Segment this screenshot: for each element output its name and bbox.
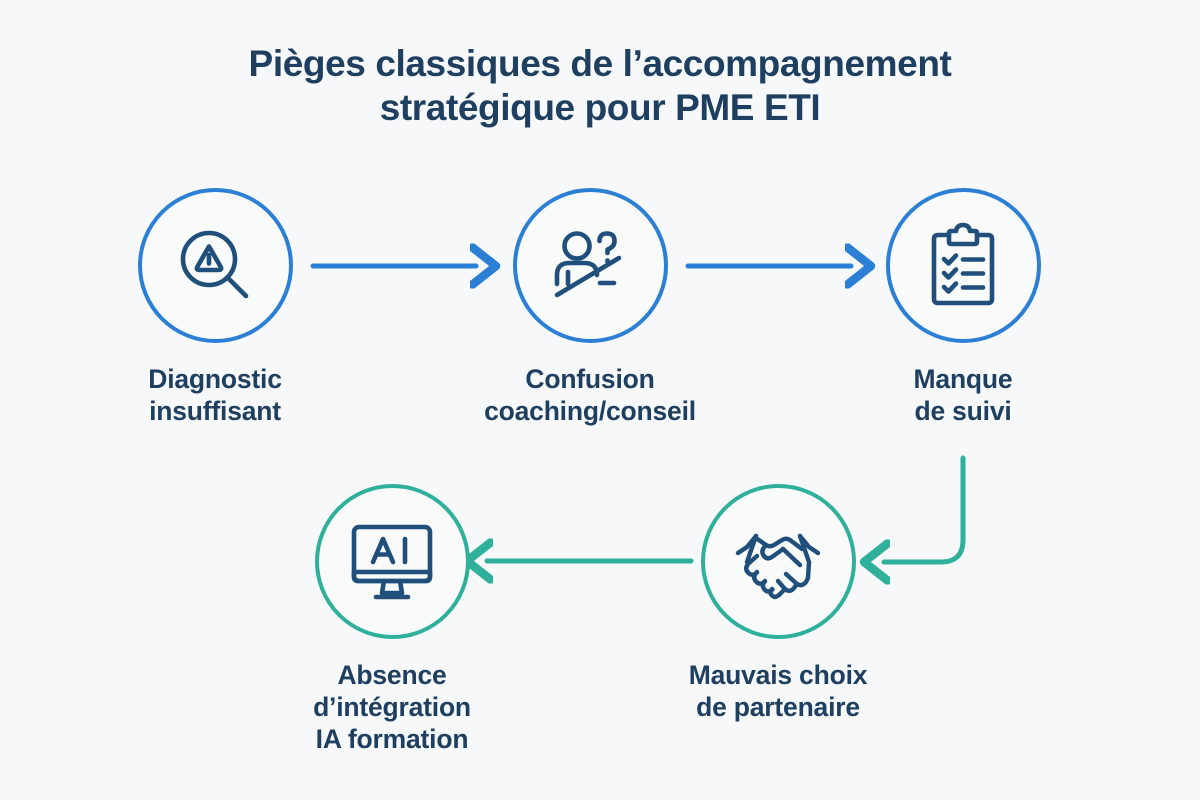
- handshake-icon: [730, 514, 826, 610]
- magnifier-warning-icon: [169, 220, 261, 312]
- flow-node-confusion[interactable]: Confusion coaching/conseil: [470, 188, 710, 427]
- flow-node-confusion-label: Confusion coaching/conseil: [484, 364, 696, 427]
- clipboard-checklist-icon: [917, 220, 1009, 312]
- flow-node-partenaire-label: Mauvais choix de partenaire: [688, 660, 868, 723]
- flow-node-partenaire-circle: [700, 484, 856, 639]
- flow-node-ia-label: Absence d’intégration IA formation: [313, 660, 471, 755]
- person-question-slash-icon: [544, 220, 636, 312]
- page-title-line-2: stratégique pour PME ETI: [379, 86, 821, 128]
- flow-node-partenaire[interactable]: Mauvais choix de partenaire: [658, 484, 898, 723]
- flow-node-ia-circle: [314, 484, 470, 639]
- flow-node-suivi-circle: [885, 188, 1041, 343]
- page-title: Pièges classiques de l’accompagnement st…: [0, 42, 1200, 129]
- flow-node-ia[interactable]: Absence d’intégration IA formation: [272, 484, 512, 755]
- page-title-line-1: Pièges classiques de l’accompagnement: [248, 43, 952, 84]
- flow-node-suivi-label: Manque de suivi: [913, 364, 1013, 427]
- flow-node-diagnostic-circle: [137, 188, 293, 343]
- flow-node-diagnostic[interactable]: Diagnostic insuffisant: [95, 188, 335, 427]
- flow-node-diagnostic-label: Diagnostic insuffisant: [148, 364, 282, 427]
- flow-node-confusion-circle: [512, 188, 668, 343]
- flow-node-suivi[interactable]: Manque de suivi: [843, 188, 1083, 427]
- monitor-ai-icon: [345, 515, 439, 609]
